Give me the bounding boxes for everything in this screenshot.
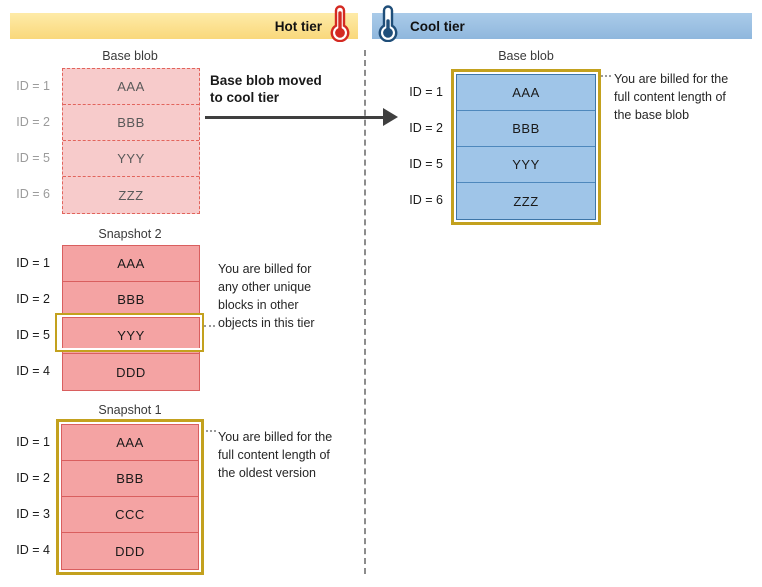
cool-base-blob-title: Base blob — [498, 49, 554, 63]
block-id-label: ID = 5 — [16, 151, 50, 165]
block-id-label: ID = 5 — [16, 328, 50, 342]
cool-base-blob-ids: ID = 1 ID = 2 ID = 5 ID = 6 — [393, 74, 443, 218]
block-cell: AAA — [457, 75, 595, 111]
snapshot-1-title: Snapshot 1 — [98, 403, 162, 417]
cool-base-leader-dots — [601, 75, 611, 77]
hot-base-blob-title: Base blob — [102, 49, 158, 63]
snapshot-2-ids: ID = 1 ID = 2 ID = 5 ID = 4 — [0, 245, 50, 389]
move-arrow-line — [205, 116, 384, 119]
cool-base-blob-box: AAA BBB YYY ZZZ — [456, 74, 596, 220]
snapshot-1-leader-dots — [206, 430, 216, 432]
block-cell: DDD — [115, 543, 145, 559]
thermometer-hot-icon — [330, 5, 350, 42]
block-cell: YYY — [457, 147, 595, 183]
move-to-cool-label: Base blob moved to cool tier — [210, 73, 322, 105]
cool-base-annotation: You are billed for the full content leng… — [614, 72, 729, 122]
snapshot-1-annotation: You are billed for the full content leng… — [218, 430, 333, 480]
block-id-label: ID = 2 — [16, 292, 50, 306]
block-id-label: ID = 5 — [409, 157, 443, 171]
block-id-label: ID = 2 — [16, 471, 50, 485]
snapshot-2-title: Snapshot 2 — [98, 227, 162, 241]
block-cell: YYY — [63, 141, 199, 177]
snapshot-2-leader-dots — [204, 325, 215, 327]
hot-base-blob-ids: ID = 1 ID = 2 ID = 5 ID = 6 — [0, 68, 50, 212]
block-cell: AAA — [62, 425, 198, 461]
block-cell: ZZZ — [513, 193, 539, 209]
snapshot-2-annotation: You are billed for any other unique bloc… — [218, 262, 315, 330]
block-cell: AAA — [63, 246, 199, 282]
hot-tier-label: Hot tier — [274, 18, 322, 34]
snapshot-1-ids: ID = 1 ID = 2 ID = 3 ID = 4 — [0, 424, 50, 568]
unique-block-highlight — [55, 313, 204, 352]
cool-tier-label: Cool tier — [410, 18, 465, 34]
block-cell: YYY — [63, 318, 199, 354]
cool-tier-bar: Cool tier — [372, 13, 752, 39]
tier-divider-line — [364, 50, 366, 574]
block-cell: ZZZ — [118, 187, 144, 203]
snapshot-1-gold-frame: AAA BBB CCC DDD — [56, 419, 204, 575]
move-arrow-head — [383, 108, 398, 126]
block-cell: BBB — [63, 105, 199, 141]
snapshot-2-box: AAA BBB YYY DDD — [62, 245, 200, 391]
block-cell: BBB — [62, 461, 198, 497]
thermometer-cool-icon — [378, 5, 398, 42]
hot-base-blob-box: AAA BBB YYY ZZZ — [62, 68, 200, 214]
block-cell: BBB — [457, 111, 595, 147]
block-id-label: ID = 1 — [409, 85, 443, 99]
block-id-label: ID = 2 — [16, 115, 50, 129]
hot-tier-bar: Hot tier — [10, 13, 358, 39]
cool-base-blob-gold-frame: AAA BBB YYY ZZZ — [451, 69, 601, 225]
block-id-label: ID = 4 — [16, 543, 50, 557]
block-id-label: ID = 2 — [409, 121, 443, 135]
snapshot-1-box: AAA BBB CCC DDD — [61, 424, 199, 570]
block-cell: AAA — [63, 69, 199, 105]
block-cell: CCC — [62, 497, 198, 533]
block-cell: DDD — [116, 364, 146, 380]
block-cell: BBB — [63, 282, 199, 318]
block-id-label: ID = 6 — [16, 187, 50, 201]
block-id-label: ID = 1 — [16, 435, 50, 449]
block-id-label: ID = 3 — [16, 507, 50, 521]
block-id-label: ID = 4 — [16, 364, 50, 378]
block-id-label: ID = 1 — [16, 256, 50, 270]
block-id-label: ID = 1 — [16, 79, 50, 93]
block-id-label: ID = 6 — [409, 193, 443, 207]
